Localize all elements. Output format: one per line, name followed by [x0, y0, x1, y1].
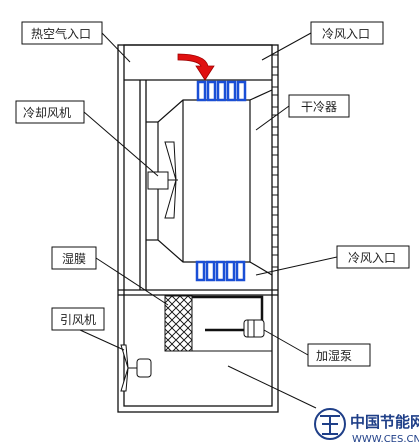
watermark-logo-icon: [314, 408, 346, 440]
top-coil: [196, 80, 247, 102]
humidifier-pump-label: 加湿泵: [316, 348, 352, 363]
cabinet: [117, 44, 279, 413]
induced-fan: [120, 344, 152, 392]
cooling-fan-label: 冷却风机: [23, 106, 71, 120]
dry-cooler-label: 干冷器: [301, 100, 337, 114]
airflow-arrow-icon: [177, 53, 215, 81]
watermark: 中国节能网 WWW.CES.CN: [314, 408, 419, 445]
cold-air-inlet-bottom-label: 冷风入口: [348, 251, 396, 265]
side-louvers: [272, 54, 279, 268]
bottom-coil: [195, 260, 246, 282]
humidifier-pump: [243, 319, 265, 338]
watermark-url: WWW.CES.CN: [352, 434, 419, 445]
watermark-site-name: 中国节能网: [350, 413, 419, 431]
cooling-fan: [147, 141, 178, 219]
dry-cooler-housing: [146, 89, 273, 276]
cold-air-inlet-top-label: 冷风入口: [322, 27, 370, 41]
induced-fan-label: 引风机: [60, 313, 96, 327]
humidifier-circuit: [192, 295, 264, 332]
callouts: [15, 21, 410, 409]
wet-film: [164, 295, 193, 352]
wet-film-label: 湿膜: [62, 251, 86, 266]
hot-air-inlet-label: 热空气入口: [31, 26, 91, 41]
